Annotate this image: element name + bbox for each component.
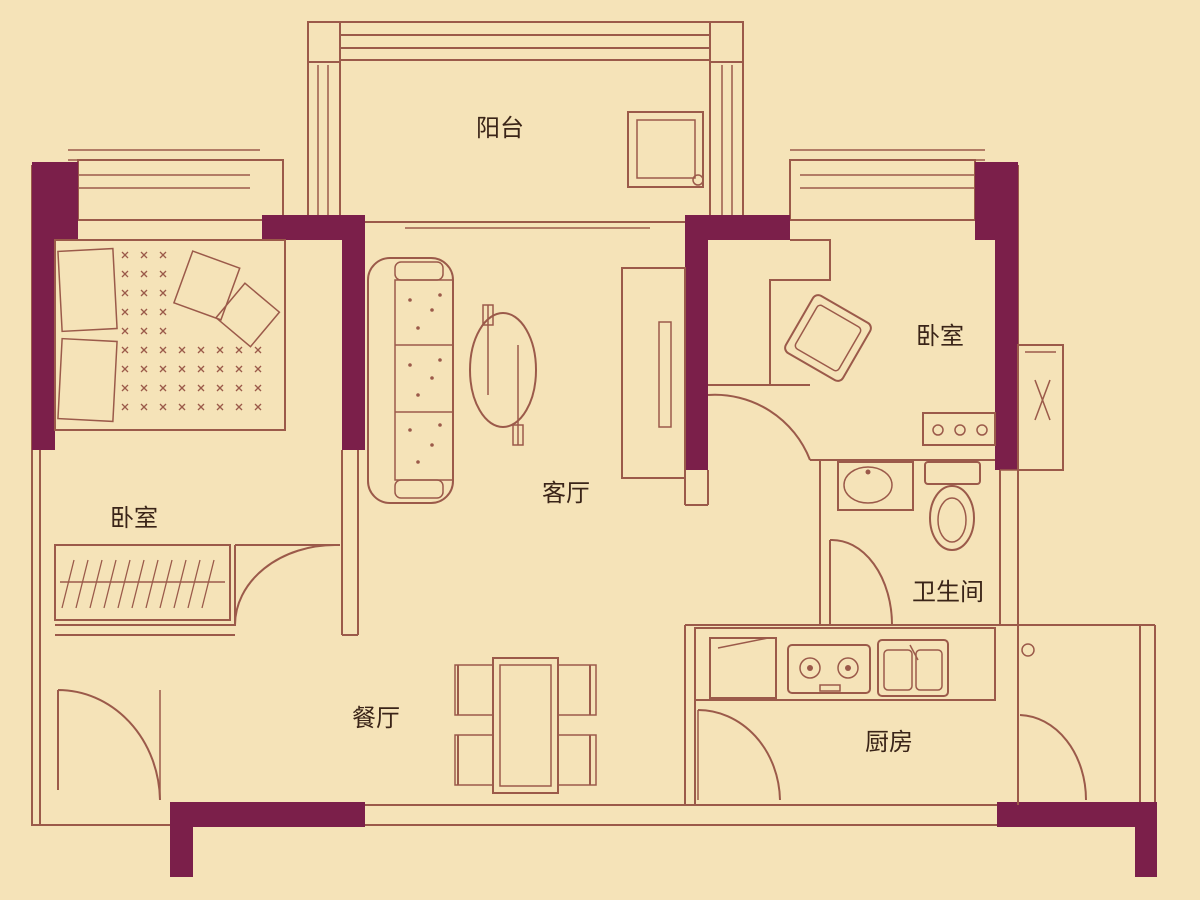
room-label-dining-room: 餐厅 (352, 704, 400, 732)
entrance-door (57, 689, 161, 801)
chair-icon (557, 664, 597, 716)
chair-icon (454, 734, 494, 786)
room-label-balcony: 阳台 (476, 114, 524, 142)
bedroom-left-door (234, 544, 340, 626)
kitchen-counter (694, 627, 996, 801)
kitchen-door (697, 709, 781, 801)
washing-machine-icon (627, 111, 704, 188)
bathroom-door (829, 538, 893, 626)
structural-walls (32, 162, 1157, 877)
service-balcony (1017, 625, 1087, 805)
room-label-bedroom-right: 卧室 (916, 322, 964, 350)
room-label-bedroom-left: 卧室 (110, 504, 158, 532)
bathroom-fixtures (829, 412, 1018, 626)
side-window (1017, 344, 1064, 471)
stove-icon (787, 644, 871, 694)
drain-icon (1021, 643, 1035, 657)
chair-icon (557, 734, 597, 786)
dining-table-icon (454, 657, 597, 794)
coffee-table-icon (469, 304, 537, 446)
chair-icon (454, 664, 494, 716)
room-label-living-room: 客厅 (542, 479, 590, 507)
bedroom-right-closet (769, 239, 831, 385)
service-door (1019, 714, 1087, 801)
sofa-icon (367, 257, 454, 504)
wardrobe-icon (54, 544, 231, 621)
armchair-icon (784, 294, 872, 382)
knob-icon (976, 424, 988, 436)
room-label-bathroom: 卫生间 (912, 578, 984, 606)
room-label-kitchen: 厨房 (865, 728, 913, 756)
toilet-icon (924, 461, 981, 551)
refrigerator-icon (709, 637, 777, 699)
bed-icon (54, 239, 286, 431)
tv-cabinet-icon (621, 267, 686, 479)
knob-icon (954, 424, 966, 436)
towel-rack-icon (922, 412, 996, 446)
bedroom-right-door (707, 393, 811, 461)
balcony (307, 21, 744, 229)
knob-icon (932, 424, 944, 436)
kitchen-sink-icon (877, 639, 949, 697)
sink-icon (837, 461, 914, 511)
